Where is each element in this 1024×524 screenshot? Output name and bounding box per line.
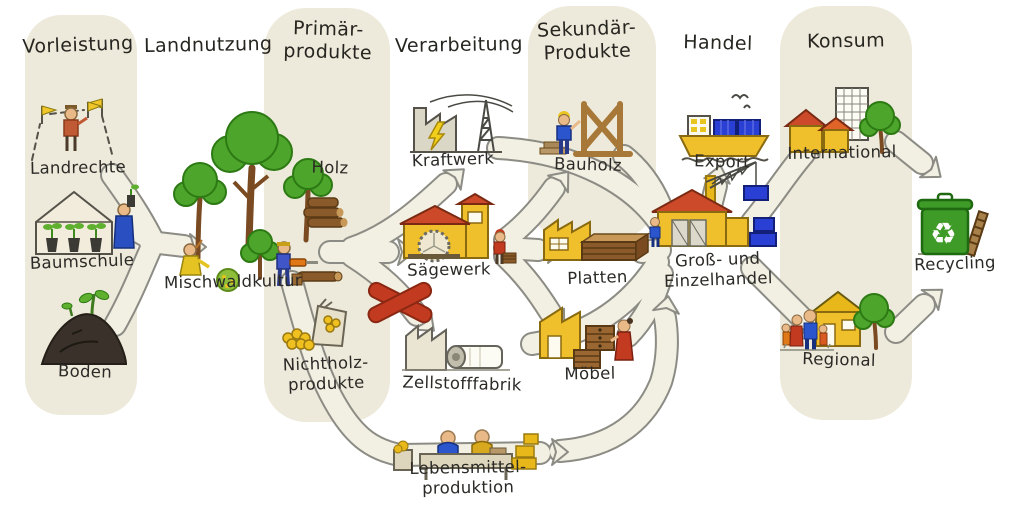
crane (705, 161, 769, 215)
planting-worker (179, 239, 210, 276)
city-buildings-icon (783, 87, 901, 154)
family-figures (781, 309, 828, 350)
node-label-landrechte: Landrechte (29, 157, 127, 178)
warehouse-crane-icon (649, 161, 777, 247)
food-market-stand-icon (393, 429, 539, 480)
greenhouse-seedlings-icon (35, 184, 139, 255)
node-label-gross-und-einzelhandel: Groß- und Einzelhandel (663, 248, 773, 291)
surveyor-with-flags-icon (31, 98, 113, 161)
stage-label-verarbeitung: Verarbeitung (394, 32, 524, 58)
house-family-icon (780, 290, 895, 351)
node-label-boden: Boden (57, 361, 113, 382)
log-pile (303, 197, 348, 228)
node-label-recycling: Recycling (913, 252, 997, 275)
stage-label-sekundaerprodukte: Sekundär- Produkte (536, 16, 637, 65)
recycle-symbol: ♻ (930, 217, 957, 252)
cargo-ship-icon (678, 94, 770, 163)
node-label-baumschule: Baumschule (29, 250, 135, 273)
sawmill-worker (493, 229, 517, 264)
node-label-nichtholzprodukte: Nichtholz- produkte (282, 352, 369, 395)
stage-label-konsum: Konsum (806, 29, 886, 53)
node-label-kraftwerk: Kraftwerk (411, 148, 495, 171)
stage-label-vorleistung: Vorleistung (22, 32, 134, 58)
stage-label-handel: Handel (683, 31, 753, 55)
sawmill-icon (399, 192, 517, 264)
construction-worker (556, 111, 581, 154)
wood-plank (964, 209, 989, 258)
soil-mound-sprout-icon (40, 290, 128, 365)
node-label-regional: Regional (801, 349, 877, 370)
stage-label-landnutzung: Landnutzung (143, 32, 273, 58)
sack-of-berries-icon (282, 298, 348, 351)
node-label-zellstofffabrik: Zellstofffabrik (402, 372, 522, 395)
node-label-mischwaldkultur: Mischwaldkultur (163, 270, 303, 293)
timber-frame-worker-icon (539, 101, 633, 157)
node-label-export: Export (693, 151, 751, 172)
node-label-moebel: Möbel (564, 363, 616, 384)
furniture-factory-icon (539, 306, 634, 369)
chainsaw-worker (276, 241, 318, 287)
panel-factory-icon (543, 218, 651, 262)
node-label-lebensmittelproduktion: Lebensmittel- produktion (409, 456, 527, 498)
power-plant-icon (410, 94, 514, 153)
recycling-bin-icon: ♻ (916, 192, 989, 258)
stage-label-primaerprodukte: Primär- produkte (283, 17, 373, 64)
node-label-holz: Holz (311, 157, 349, 178)
pulp-mill-paper-roll-icon (402, 323, 510, 371)
mixed-forest-workers-icon (173, 111, 348, 292)
node-label-saegewerk: Sägewerk (407, 259, 491, 280)
node-label-bauholz: Bauholz (553, 154, 623, 175)
node-label-platten: Platten (567, 266, 628, 289)
dock-worker (649, 217, 661, 247)
red-cross-blocked-icon (367, 281, 433, 324)
node-label-international: International (787, 142, 897, 163)
furniture-maker (610, 318, 634, 361)
